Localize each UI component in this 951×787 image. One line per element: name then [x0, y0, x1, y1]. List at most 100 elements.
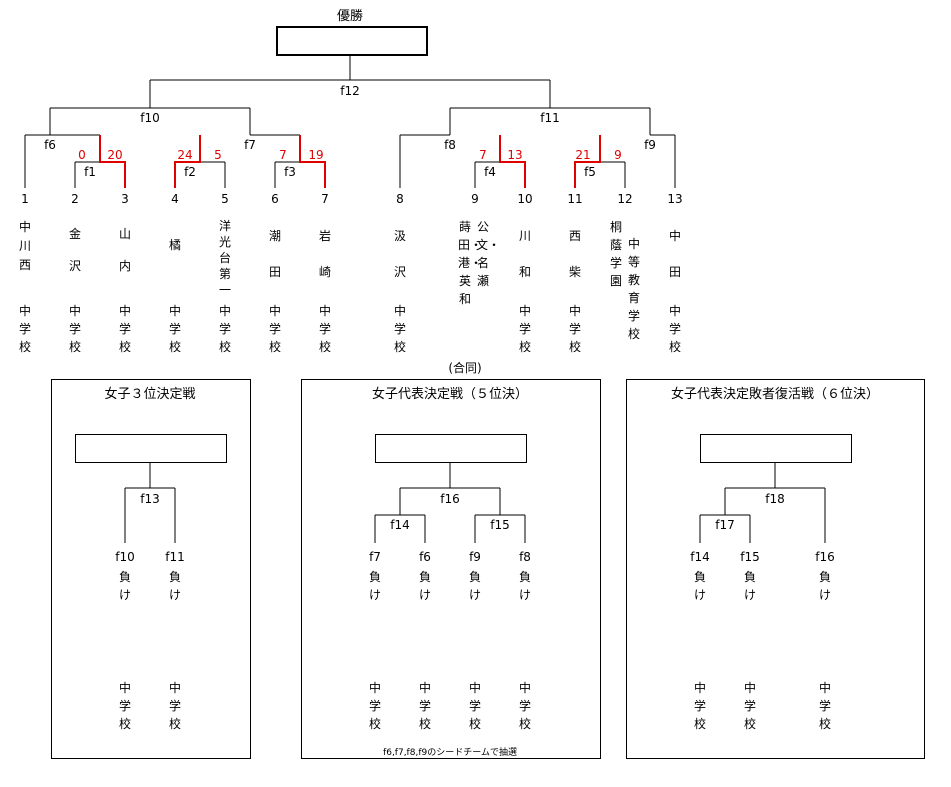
score-f2-right: 5 [214, 148, 222, 162]
entry-result: 負け [168, 570, 181, 602]
score-f1-right: 20 [107, 148, 123, 162]
entry-suffix: 中学校 [368, 681, 381, 731]
entry-result: 負け [118, 570, 131, 602]
team-number: 3 [121, 192, 129, 206]
team-number: 8 [396, 192, 404, 206]
entry-result: 負け [468, 570, 481, 602]
entry-result: 負け [818, 570, 831, 602]
team-number: 5 [221, 192, 229, 206]
entry-result: 負け [368, 570, 381, 602]
match-f7: f7 [244, 138, 256, 152]
team-name: 汲沢 [393, 229, 406, 279]
match-f10: f10 [140, 111, 160, 125]
match-f1: f1 [84, 165, 96, 179]
match-f5: f5 [584, 165, 596, 179]
match-f17: f17 [715, 518, 735, 532]
team-number: 10 [517, 192, 533, 206]
team-name: 川和 [518, 229, 531, 279]
team-number: 2 [71, 192, 79, 206]
team-number: 12 [617, 192, 633, 206]
match-f12: f12 [340, 84, 360, 98]
team-name: 桐蔭学園 [609, 220, 622, 288]
entry-result: 負け [743, 570, 756, 602]
match-f15: f15 [490, 518, 510, 532]
match-f13: f13 [140, 492, 160, 506]
team-suffix: 中学校 [168, 304, 181, 354]
entry-source: f14 [690, 550, 710, 564]
score-f3-left: 7 [279, 148, 287, 162]
team-number: 1 [21, 192, 29, 206]
team-number: 9 [471, 192, 479, 206]
panel-title: 女子３位決定戦 [104, 387, 196, 402]
score-f4-left: 7 [479, 148, 487, 162]
match-f14: f14 [390, 518, 410, 532]
team-name: 公文・名瀬 [476, 220, 501, 288]
entry-source: f10 [115, 550, 135, 564]
team-name: 中田 [668, 229, 681, 279]
team-number: 6 [271, 192, 279, 206]
match-f16: f16 [440, 492, 460, 506]
entry-suffix: 中学校 [818, 681, 831, 731]
lottery-note: f6,f7,f8,f9のシードチームで抽選 [383, 748, 517, 758]
match-f3: f3 [284, 165, 296, 179]
score-f2-left: 24 [177, 148, 193, 162]
entry-suffix: 中学校 [693, 681, 706, 731]
match-f6: f6 [44, 138, 56, 152]
entry-suffix: 中学校 [468, 681, 481, 731]
panel-third-place [51, 379, 251, 759]
match-f2: f2 [184, 165, 196, 179]
entry-suffix: 中学校 [118, 681, 131, 731]
panel-sixth-place [626, 379, 925, 759]
entry-result: 負け [693, 570, 706, 602]
winner-box [375, 434, 527, 463]
team-name: 蒔田・港・英和 [458, 220, 483, 306]
entry-suffix: 中学校 [743, 681, 756, 731]
entry-source: f16 [815, 550, 835, 564]
match-f4: f4 [484, 165, 496, 179]
team-suffix: 中学校 [568, 304, 581, 354]
team-name: 潮田 [268, 229, 281, 279]
team-suffix: 中学校 [268, 304, 281, 354]
entry-source: f7 [369, 550, 381, 564]
joint-team-note: (合同) [448, 361, 482, 375]
team-name: 山内 [118, 227, 131, 273]
team-name: 岩崎 [318, 229, 331, 279]
team-number: 13 [667, 192, 683, 206]
team-suffix: 中学校 [393, 304, 406, 354]
team-number: 4 [171, 192, 179, 206]
team-name: 中等教育学校 [627, 237, 640, 341]
entry-source: f11 [165, 550, 185, 564]
match-f11: f11 [540, 111, 560, 125]
team-suffix: 中学校 [18, 304, 31, 354]
team-name: 中川西 [18, 220, 31, 272]
entry-source: f15 [740, 550, 760, 564]
champion-box [276, 26, 428, 56]
entry-source: f6 [419, 550, 431, 564]
entry-suffix: 中学校 [418, 681, 431, 731]
champion-label: 優勝 [336, 9, 364, 24]
entry-source: f9 [469, 550, 481, 564]
entry-suffix: 中学校 [168, 681, 181, 731]
match-f8: f8 [444, 138, 456, 152]
score-f3-right: 19 [308, 148, 324, 162]
panel-title: 女子代表決定戦（５位決） [371, 387, 529, 402]
panel-fifth-place [301, 379, 601, 759]
winner-box [700, 434, 852, 463]
entry-source: f8 [519, 550, 531, 564]
team-number: 7 [321, 192, 329, 206]
panel-title: 女子代表決定敗者復活戦（６位決） [670, 387, 880, 402]
score-f5-right: 9 [614, 148, 622, 162]
entry-suffix: 中学校 [518, 681, 531, 731]
team-suffix: 中学校 [68, 304, 81, 354]
entry-result: 負け [418, 570, 431, 602]
match-f18: f18 [765, 492, 785, 506]
score-f4-right: 13 [507, 148, 523, 162]
entry-result: 負け [518, 570, 531, 602]
team-name: 金沢 [68, 227, 81, 273]
team-number: 11 [567, 192, 583, 206]
score-f5-left: 21 [575, 148, 591, 162]
team-name: 洋光台第一 [218, 219, 231, 297]
team-suffix: 中学校 [318, 304, 331, 354]
match-f9: f9 [644, 138, 656, 152]
